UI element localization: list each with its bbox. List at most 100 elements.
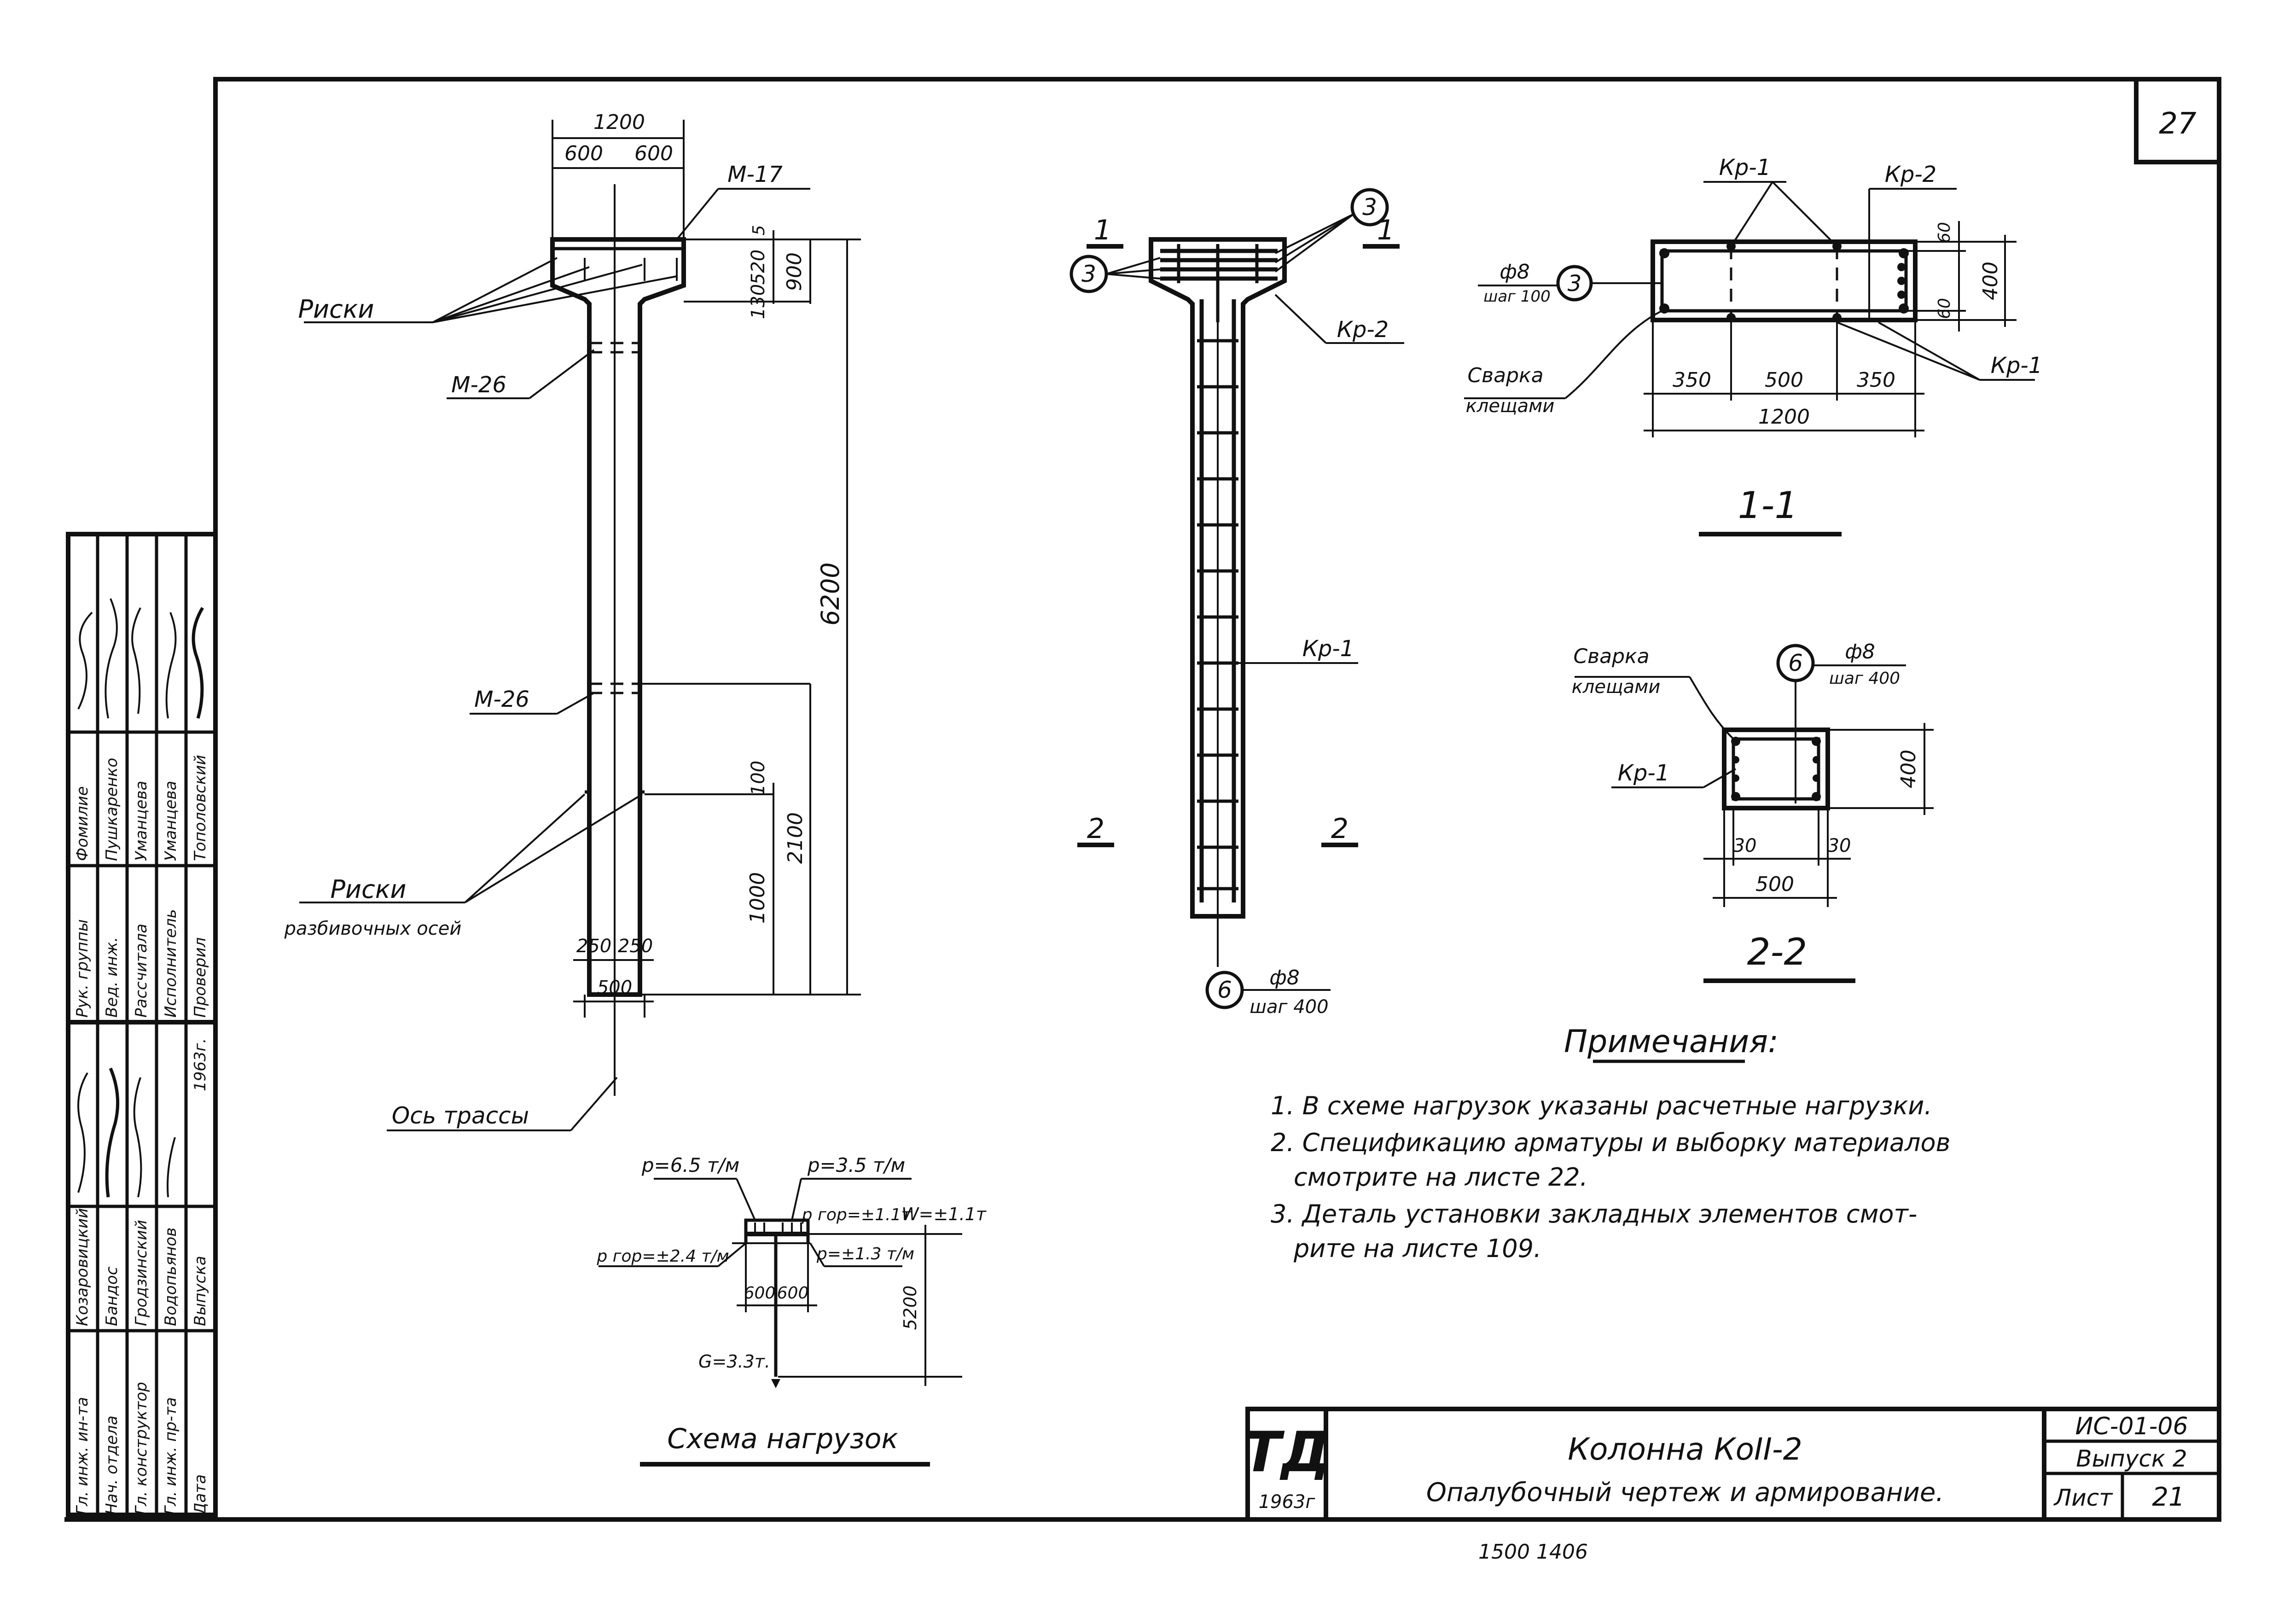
load-title: Схема нагрузок bbox=[667, 1423, 898, 1455]
drawing-title: Колонна КоII-2 bbox=[1568, 1432, 1802, 1467]
logo-year: 1963г bbox=[1259, 1491, 1316, 1513]
title-2-2: 2-2 bbox=[1747, 931, 1808, 973]
weld-1-s11: Сварка bbox=[1467, 364, 1543, 387]
label-riski-axes-1: Риски bbox=[330, 875, 406, 904]
stamp-role-3: Гл. конструктор bbox=[132, 1382, 151, 1515]
load-w: W=±1.1т bbox=[901, 1204, 987, 1224]
stamp-name-3: Гродзинский bbox=[132, 1220, 151, 1326]
stamp-role-8: Рассчитала bbox=[132, 924, 151, 1018]
label-m26-bottom: М-26 bbox=[474, 687, 529, 712]
load-p-right: p=3.5 т/м bbox=[807, 1154, 905, 1176]
weld-2-s11: клещами bbox=[1466, 396, 1555, 417]
load-dim-5200: 5200 bbox=[900, 1286, 920, 1330]
dim-520: 520 bbox=[748, 250, 769, 285]
stamp-name-9: Уманцева bbox=[162, 781, 180, 861]
dim-350-left-s11: 350 bbox=[1673, 368, 1711, 392]
weld-1-s22: Сварка bbox=[1573, 645, 1649, 668]
stamp-year: 1963г. bbox=[191, 1038, 209, 1091]
dim-900: 900 bbox=[783, 252, 806, 291]
load-p-left: p=6.5 т/м bbox=[641, 1154, 739, 1176]
dim-30-left-s22: 30 bbox=[1733, 835, 1757, 856]
dim-60-bottom-s11: 60 bbox=[1935, 298, 1954, 319]
stamp-name-2: Бандос bbox=[103, 1266, 121, 1326]
sheet-value: 21 bbox=[2152, 1482, 2185, 1512]
stamp-role-10: Проверил bbox=[191, 937, 209, 1018]
dim-500-s22: 500 bbox=[1755, 873, 1794, 896]
load-dim-600-left: 600 bbox=[744, 1284, 776, 1303]
stamp-name-1: Козаровицкий bbox=[73, 1208, 92, 1326]
label-kr1-reinf: Кр-1 bbox=[1302, 636, 1354, 662]
dim-600-right: 600 bbox=[634, 142, 673, 165]
bar-dia-reinf: ф8 bbox=[1269, 966, 1300, 990]
label-kr2-top-s11: Кр-2 bbox=[1885, 162, 1936, 187]
dim-2100: 2100 bbox=[784, 812, 807, 864]
dim-6200: 6200 bbox=[816, 562, 845, 625]
dim-500-s11: 500 bbox=[1765, 368, 1803, 392]
section-2-2: Сварка клещами 6 ф8 шаг 400 Кр-1 400 30 … bbox=[1572, 640, 1934, 983]
dim-1200: 1200 bbox=[593, 111, 645, 134]
load-scheme: p=6.5 т/м p=3.5 т/м p гор=±1.1т W=±1.1т … bbox=[596, 1154, 987, 1467]
notes: Примечания: 1. В схеме нагрузок указаны … bbox=[1271, 1024, 1950, 1263]
column-elevation: 1200 600 600 М-17 Риски М-26 М-26 5 520 bbox=[284, 111, 861, 1131]
dim-60-top-s11: 60 bbox=[1935, 222, 1954, 243]
note-line-1: 1. В схеме нагрузок указаны расчетные на… bbox=[1271, 1091, 1932, 1120]
corner-sheet-number: 27 bbox=[2159, 107, 2197, 141]
stamp-role-1: Гл. инж. ин-та bbox=[73, 1397, 92, 1515]
load-g: G=3.3т. bbox=[698, 1351, 770, 1372]
stirrups bbox=[1197, 339, 1238, 891]
load-p-hor-top: p гор=±1.1т bbox=[802, 1205, 912, 1224]
reinforcement-view: 1 1 3 3 Кр-2 Кр-1 2 2 6 ф8 шаг 400 bbox=[1069, 188, 1404, 1018]
bubble-3-s11: 3 bbox=[1568, 271, 1582, 297]
stamp-name-7: Пушкаренко bbox=[103, 758, 121, 861]
stamp-role-9: Исполнитель bbox=[162, 909, 180, 1018]
dim-400-s22: 400 bbox=[1897, 750, 1920, 788]
section-1-1: Кр-1 Кр-2 3 ф8 шаг 100 60 60 400 Сварка … bbox=[1464, 155, 2042, 536]
logo-td: ТД bbox=[1244, 1420, 1331, 1484]
load-p-small: p=±1.3 т/м bbox=[816, 1245, 914, 1263]
series-code: ИС-01-06 bbox=[2075, 1413, 2188, 1440]
note-line-5: рите на листе 109. bbox=[1293, 1234, 1541, 1263]
dim-1200-s11: 1200 bbox=[1758, 405, 1810, 429]
dim-250-right: 250 bbox=[618, 936, 653, 957]
section-mark-2-left: 2 bbox=[1087, 813, 1104, 845]
note-line-4: 3. Деталь установки закладных элементов … bbox=[1271, 1199, 1917, 1228]
label-axis: Ось трассы bbox=[392, 1102, 529, 1129]
section-mark-1-right: 1 bbox=[1377, 214, 1395, 246]
weld-2-s22: клещами bbox=[1572, 676, 1661, 698]
dim-130: 130 bbox=[748, 284, 769, 319]
dim-5: 5 bbox=[750, 225, 768, 236]
label-kr1-right-s11: Кр-1 bbox=[1991, 353, 2042, 378]
dim-350-right-s11: 350 bbox=[1857, 368, 1895, 392]
bar-step-s22: шаг 400 bbox=[1829, 669, 1900, 688]
label-riski-axes-2: разбивочных осей bbox=[284, 918, 462, 939]
notes-title: Примечания: bbox=[1564, 1024, 1779, 1060]
dim-250-left: 250 bbox=[576, 936, 611, 957]
load-p-hor-left: p гор=±2.4 т/м bbox=[596, 1247, 729, 1266]
handwritten-signatures bbox=[77, 598, 204, 1198]
dim-600-left: 600 bbox=[564, 142, 603, 165]
stamp-role-6: Рук. группы bbox=[73, 919, 92, 1018]
sheet-frame: 27 bbox=[64, 77, 2221, 1522]
stamp-role-4: Гл. инж. пр-та bbox=[162, 1397, 180, 1515]
bar-dia-s11: ф8 bbox=[1500, 260, 1530, 284]
dim-100: 100 bbox=[748, 761, 769, 796]
approval-stamp: Гл. инж. ин-та Козаровицкий Нач. отдела … bbox=[66, 532, 218, 1517]
stamp-name-10: Тополовский bbox=[191, 755, 209, 861]
issue-number: Выпуск 2 bbox=[2076, 1445, 2187, 1472]
note-line-3: смотрите на листе 22. bbox=[1294, 1163, 1588, 1192]
label-m17: М-17 bbox=[727, 162, 783, 187]
bubble-6-s22: 6 bbox=[1788, 650, 1803, 676]
sheet-label: Лист bbox=[2053, 1484, 2114, 1511]
dim-500-elev: 500 bbox=[597, 977, 632, 998]
stamp-role-2: Нач. отдела bbox=[103, 1415, 121, 1515]
label-kr1-top-s11: Кр-1 bbox=[1719, 155, 1771, 180]
title-block: ТД 1963г Колонна КоII-2 Опалубочный черт… bbox=[1244, 1407, 2221, 1522]
dim-1000: 1000 bbox=[746, 872, 769, 924]
stamp-name-4: Водопьянов bbox=[162, 1228, 180, 1326]
dim-30-right-s22: 30 bbox=[1828, 835, 1851, 856]
stamp-name-5: Выпуска bbox=[191, 1256, 209, 1326]
stamp-name-8: Уманцева bbox=[132, 781, 151, 861]
label-m26-top: М-26 bbox=[451, 372, 506, 398]
bar-dia-s22: ф8 bbox=[1845, 640, 1875, 664]
